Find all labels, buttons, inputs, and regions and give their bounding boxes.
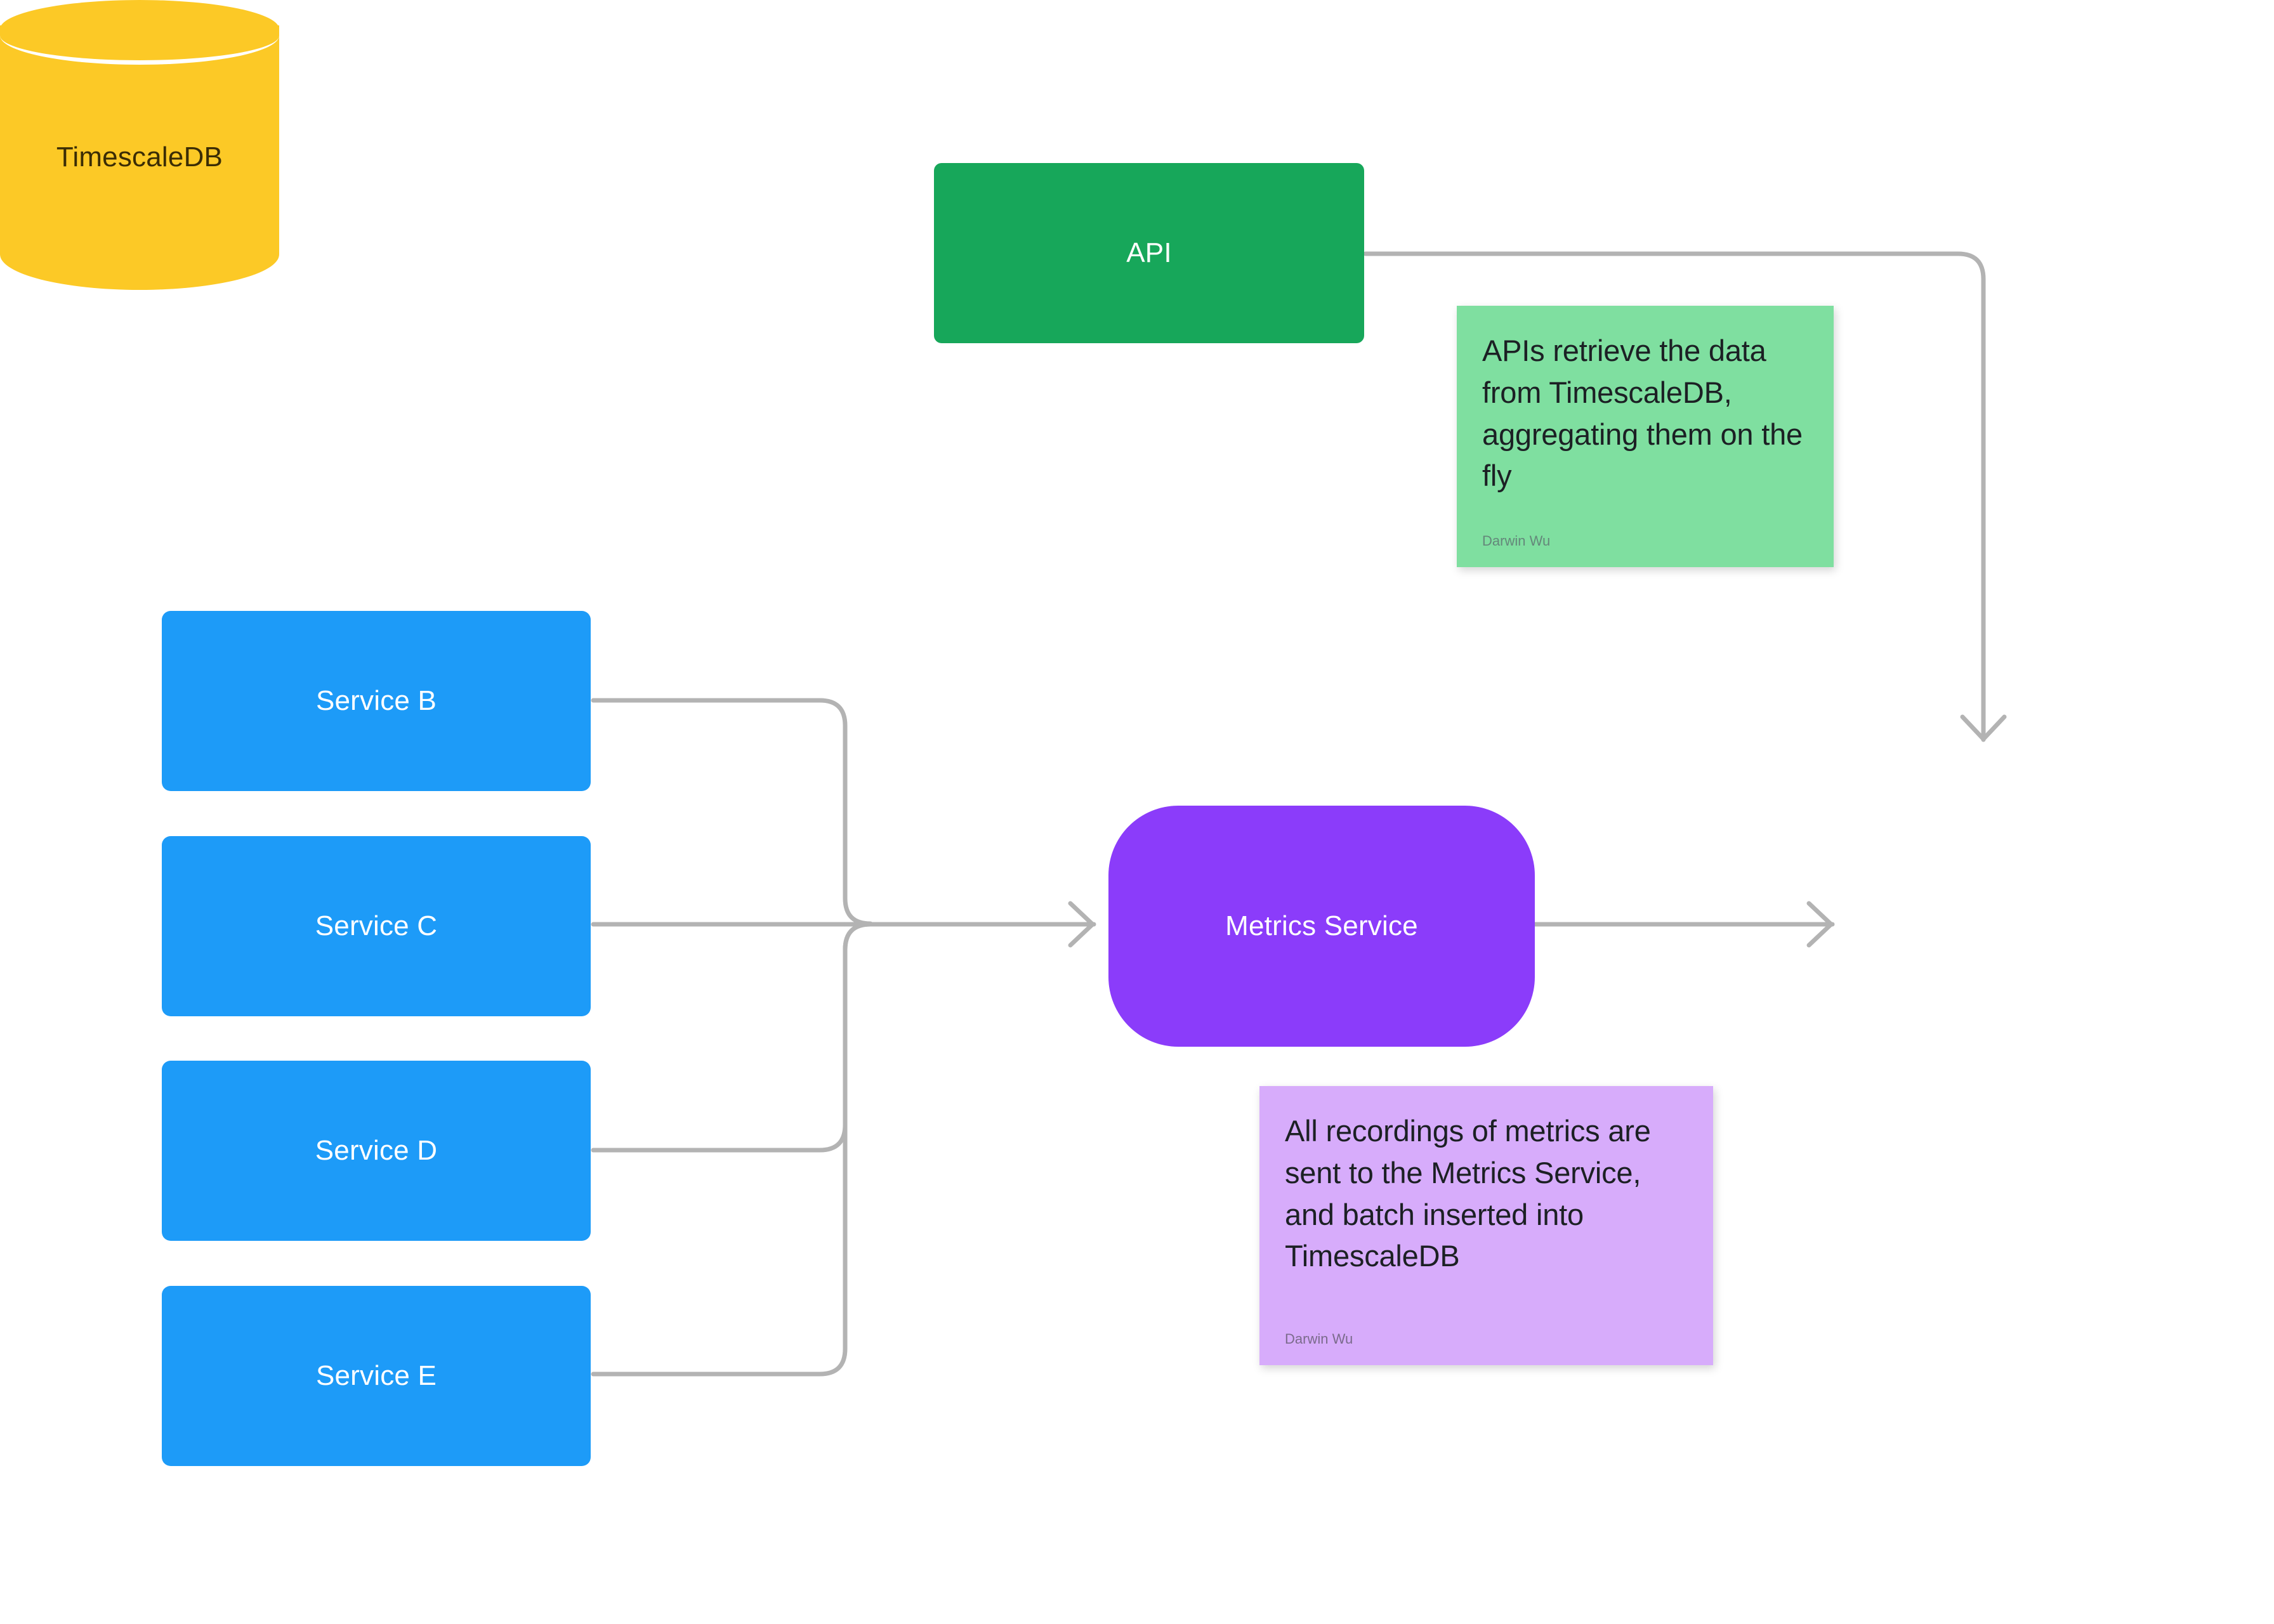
node-service-c-label: Service C [315, 910, 438, 941]
sticky-note-api-text: APIs retrieve the data from TimescaleDB,… [1482, 334, 1803, 493]
node-service-d-label: Service D [315, 1134, 438, 1166]
edge-service-d [591, 922, 873, 1153]
sticky-note-metrics-author: Darwin Wu [1285, 1331, 1353, 1347]
arrowhead-db-left [1806, 901, 1834, 948]
node-metrics-service-label: Metrics Service [1225, 910, 1418, 941]
node-service-e[interactable]: Service E [162, 1286, 591, 1466]
node-timescaledb-label: TimescaleDB [56, 141, 223, 173]
sticky-note-api[interactable]: APIs retrieve the data from TimescaleDB,… [1457, 306, 1834, 567]
sticky-note-metrics[interactable]: All recordings of metrics are sent to th… [1259, 1086, 1713, 1365]
node-metrics-service[interactable]: Metrics Service [1108, 806, 1535, 1047]
node-service-b[interactable]: Service B [162, 611, 591, 791]
node-api-label: API [1126, 237, 1172, 268]
cylinder-rim-highlight [0, 6, 279, 65]
cylinder-body-shape [0, 25, 279, 290]
node-service-d[interactable]: Service D [162, 1061, 591, 1241]
arrowhead-metrics [1068, 901, 1095, 948]
edge-service-b [591, 698, 873, 926]
edge-service-e [591, 922, 873, 1377]
node-api[interactable]: API [934, 163, 1364, 343]
node-timescaledb[interactable]: TimescaleDB [0, 0, 279, 315]
node-service-c[interactable]: Service C [162, 836, 591, 1016]
node-service-e-label: Service E [315, 1359, 437, 1391]
node-service-b-label: Service B [315, 684, 437, 716]
sticky-note-metrics-text: All recordings of metrics are sent to th… [1285, 1114, 1651, 1273]
arrowhead-db-top [1960, 714, 2007, 742]
sticky-note-api-author: Darwin Wu [1482, 533, 1551, 549]
